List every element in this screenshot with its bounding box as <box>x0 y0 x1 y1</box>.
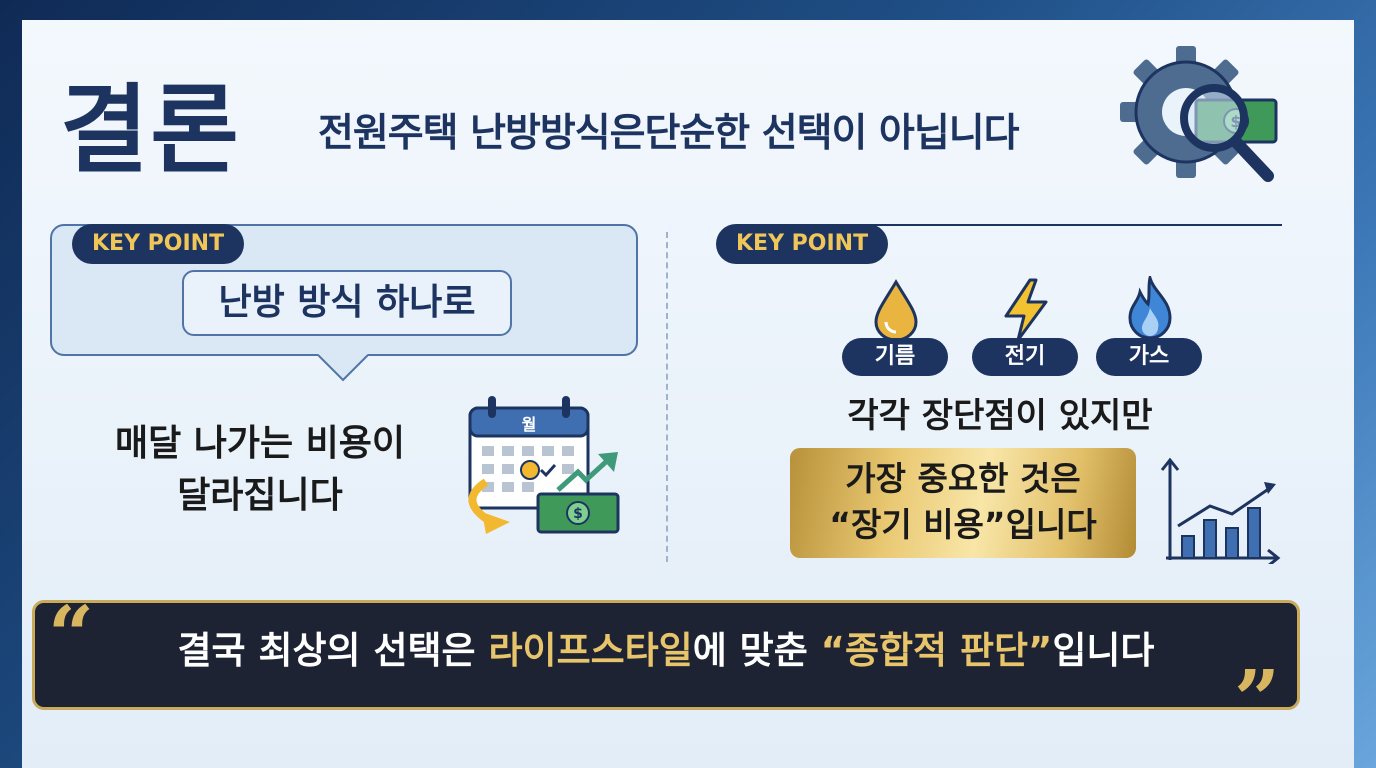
gear-magnifier-money-icon: $ <box>1120 46 1278 182</box>
conclusion-part1: 결국 최상의 선택은 <box>177 629 489 672</box>
fuel-pill-gas: 가스 <box>1096 338 1202 376</box>
close-quote-mark: ” <box>1234 652 1281 746</box>
long-term-cost-highlight: 가장 중요한 것은 “장기 비용”입니다 <box>790 448 1136 558</box>
oil-drop-icon <box>874 279 918 342</box>
highlight-line2: “장기 비용”입니다 <box>829 505 1097 544</box>
key-point-badge-left: KEY POINT <box>72 224 245 264</box>
highlight-line1: 가장 중요한 것은 <box>845 459 1081 498</box>
conclusion-bar <box>32 600 1300 710</box>
conclusion-judgment: “종합적 판단” <box>820 629 1053 672</box>
fuel-pill-oil: 기름 <box>842 338 948 376</box>
monthly-cost-text: 매달 나가는 비용이 달라집니다 <box>80 418 440 522</box>
monthly-cost-line2: 달라집니다 <box>177 475 343 516</box>
conclusion-part2: 에 맞춘 <box>692 629 821 672</box>
page-title: 결론 <box>60 73 241 186</box>
fuel-pill-electric: 전기 <box>972 338 1078 376</box>
conclusion-lifestyle: 라이프스타일 <box>488 629 693 672</box>
gas-flame-icon <box>1128 276 1172 340</box>
page-subtitle: 전원주택 난방방식은단순한 선택이 아닙니다 <box>318 111 1019 156</box>
svg-text:$: $ <box>573 506 583 522</box>
conclusion-part3: 입니다 <box>1052 629 1155 672</box>
heating-method-pill: 난방 방식 하나로 <box>182 270 512 336</box>
conclusion-text: 결국 최상의 선택은 라이프스타일에 맞춘 “종합적 판단”입니다 <box>32 620 1300 674</box>
monthly-cost-line1: 매달 나가는 비용이 <box>114 423 406 464</box>
lightning-icon <box>1004 278 1048 342</box>
pros-cons-text: 각각 장단점이 있지만 <box>847 396 1153 436</box>
bar-chart-growth-icon <box>1160 457 1281 564</box>
key-point-badge-right: KEY POINT <box>716 224 889 264</box>
panel-divider <box>666 232 668 562</box>
right-panel-rule <box>860 224 1282 226</box>
calendar-month-label: 월 <box>522 415 537 434</box>
speech-bubble-tail <box>318 354 368 382</box>
open-quote-mark: “ <box>48 588 95 682</box>
calendar-money-icon: 월 $ <box>468 396 620 534</box>
